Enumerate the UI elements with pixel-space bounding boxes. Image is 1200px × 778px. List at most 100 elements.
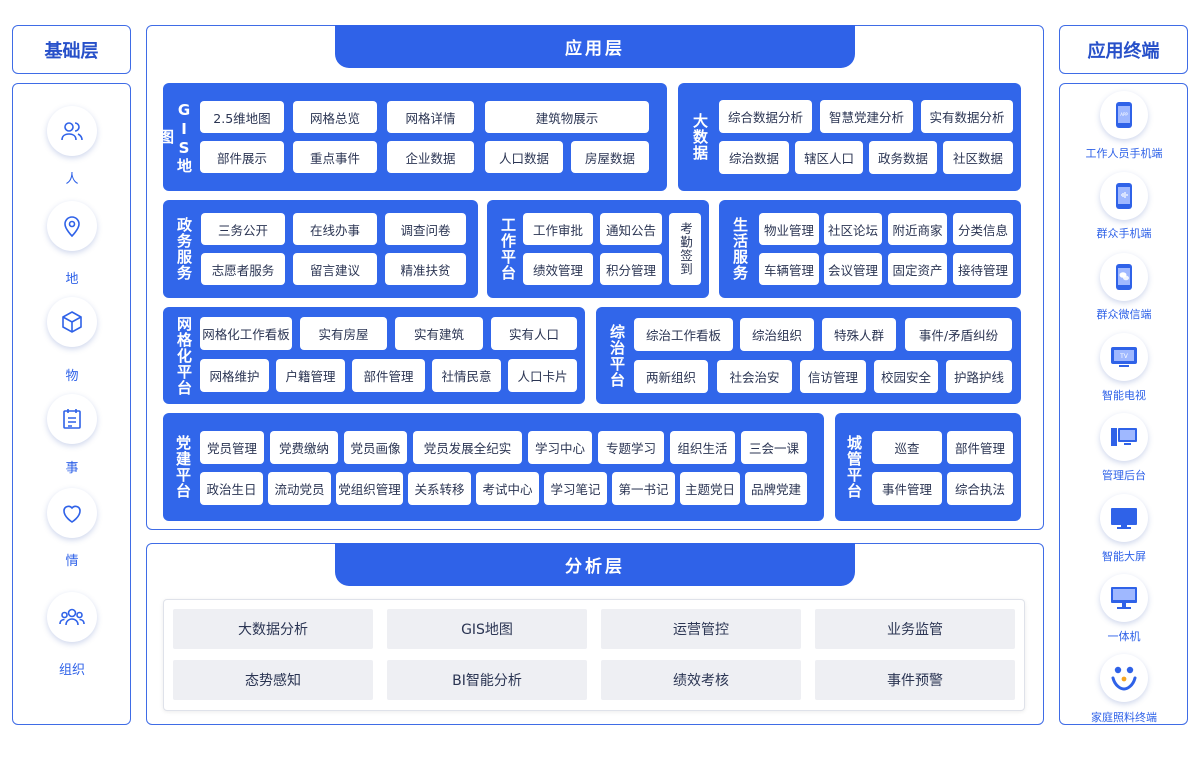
zongzhi-cell: 综治组织 [740, 318, 814, 351]
zongzhi-cell: 信访管理 [800, 360, 866, 393]
phone-signal-icon [1100, 172, 1148, 220]
right-panel-title: 应用终端 [1087, 40, 1160, 62]
gis-cell: 重点事件 [293, 141, 377, 173]
wechat-phone-icon [1100, 253, 1148, 301]
zongzhi-cell: 综治工作看板 [634, 318, 733, 351]
gis-cell: 网格总览 [293, 101, 377, 133]
party-cell: 党员管理 [200, 431, 264, 464]
party-cell: 党费缴纳 [270, 431, 338, 464]
analysis-cell: 事件预警 [815, 660, 1015, 700]
work-cell: 通知公告 [600, 213, 662, 245]
city-cell: 事件管理 [872, 472, 942, 505]
city-cell: 部件管理 [947, 431, 1013, 464]
party-cell: 考试中心 [476, 472, 539, 505]
group-icon [47, 592, 97, 642]
bigdata-cell: 智慧党建分析 [820, 100, 913, 133]
left-item-label: 情 [65, 554, 79, 569]
gis-cell: 2.5维地图 [200, 101, 284, 133]
bigdata-block: 大数据 综合数据分析 智慧党建分析 实有数据分析 综治数据 辖区人口 政务数据 … [678, 83, 1021, 191]
zongzhi-cell: 特殊人群 [822, 318, 896, 351]
zongzhi-cell: 事件/矛盾纠纷 [905, 318, 1012, 351]
person-icon [47, 106, 97, 156]
party-cell: 关系转移 [408, 472, 471, 505]
right-panel: APP 工作人员手机端 群众手机端 群众微信端 TV 智能电视 管理后台 智能大… [1059, 83, 1188, 725]
bigdata-cell: 社区数据 [943, 141, 1013, 174]
city-title: 城管平台 [845, 435, 863, 499]
party-cell: 流动党员 [268, 472, 331, 505]
zongzhi-cell: 两新组织 [634, 360, 708, 393]
gov-cell: 留言建议 [293, 253, 377, 285]
analysis-cell: 大数据分析 [173, 609, 373, 649]
party-cell: 第一书记 [612, 472, 675, 505]
grid-cell: 部件管理 [352, 359, 425, 392]
party-cell: 政治生日 [200, 472, 263, 505]
party-cell: 学习中心 [528, 431, 592, 464]
zongzhi-title: 综治平台 [608, 324, 626, 388]
event-board-icon [47, 394, 97, 444]
grid-cell: 实有人口 [491, 317, 577, 350]
life-cell: 车辆管理 [759, 253, 819, 285]
bigdata-cell: 综合数据分析 [719, 100, 812, 133]
left-item-label: 人 [65, 172, 79, 187]
gis-cell: 房屋数据 [571, 141, 649, 173]
zongzhi-cell: 护路护线 [946, 360, 1012, 393]
gis-cell: 人口数据 [485, 141, 563, 173]
right-item-label: 智能电视 [1102, 389, 1146, 402]
grid-title: 网格化平台 [175, 316, 193, 396]
grid-cell: 实有房屋 [300, 317, 387, 350]
tv-icon: TV [1100, 333, 1148, 381]
party-block: 党建平台 党员管理 党费缴纳 党员画像 党员发展全纪实 学习中心 专题学习 组织… [163, 413, 824, 521]
party-cell: 组织生活 [670, 431, 735, 464]
left-item-label: 物 [65, 369, 79, 384]
gov-cell: 调查问卷 [385, 213, 466, 245]
right-item-label: 管理后台 [1102, 469, 1146, 482]
work-cell: 积分管理 [600, 253, 662, 285]
life-cell: 物业管理 [759, 213, 819, 245]
right-item-label: 一体机 [1107, 630, 1141, 643]
life-block: 生活服务 物业管理 社区论坛 附近商家 分类信息 车辆管理 会议管理 固定资产 … [719, 200, 1021, 298]
zongzhi-block: 综治平台 综治工作看板 综治组织 特殊人群 事件/矛盾纠纷 两新组织 社会治安 … [596, 307, 1021, 404]
analysis-panel: 大数据分析 GIS地图 运营管控 业务监管 态势感知 BI智能分析 绩效考核 事… [163, 599, 1025, 711]
family-care-icon [1100, 654, 1148, 702]
right-item-label: 工作人员手机端 [1085, 147, 1163, 160]
bigdata-cell: 政务数据 [869, 141, 937, 174]
life-cell: 附近商家 [888, 213, 947, 245]
all-in-one-icon [1100, 574, 1148, 622]
party-cell: 党组织管理 [336, 472, 403, 505]
work-title: 工作平台 [499, 217, 517, 281]
gov-block: 政务服务 三务公开 在线办事 调查问卷 志愿者服务 留言建议 精准扶贫 [163, 200, 478, 298]
bigdata-cell: 辖区人口 [795, 141, 863, 174]
life-cell: 社区论坛 [824, 213, 882, 245]
gis-cell: 部件展示 [200, 141, 284, 173]
analysis-cell: 业务监管 [815, 609, 1015, 649]
work-cell: 绩效管理 [523, 253, 593, 285]
grid-cell: 网格化工作看板 [200, 317, 292, 350]
analysis-layer-title: 分析层 [335, 543, 855, 586]
party-cell: 主题党日 [680, 472, 740, 505]
heart-icon [47, 488, 97, 538]
left-item-label: 组织 [58, 663, 85, 678]
life-cell: 分类信息 [953, 213, 1013, 245]
gov-cell: 在线办事 [293, 213, 377, 245]
party-title: 党建平台 [174, 435, 192, 499]
right-item-label: 智能大屏 [1102, 550, 1146, 563]
analysis-cell: BI智能分析 [387, 660, 587, 700]
grid-cell: 户籍管理 [276, 359, 345, 392]
life-cell: 固定资产 [888, 253, 947, 285]
grid-cell: 人口卡片 [508, 359, 577, 392]
right-panel-header: 应用终端 [1059, 25, 1188, 74]
location-pin-icon [47, 201, 97, 251]
analysis-layer-frame: 分析层 大数据分析 GIS地图 运营管控 业务监管 态势感知 BI智能分析 绩效… [146, 543, 1044, 725]
analysis-cell: 绩效考核 [601, 660, 801, 700]
bigdata-cell: 综治数据 [719, 141, 789, 174]
grid-cell: 网格维护 [200, 359, 269, 392]
svg-text:TV: TV [1119, 353, 1129, 360]
life-cell: 接待管理 [953, 253, 1013, 285]
gis-title: GIS地图 [157, 100, 193, 174]
gov-cell: 精准扶贫 [385, 253, 466, 285]
left-panel-header: 基础层 [12, 25, 131, 74]
gov-cell: 志愿者服务 [201, 253, 285, 285]
city-cell: 综合执法 [947, 472, 1013, 505]
big-screen-icon [1100, 494, 1148, 542]
gov-cell: 三务公开 [201, 213, 285, 245]
